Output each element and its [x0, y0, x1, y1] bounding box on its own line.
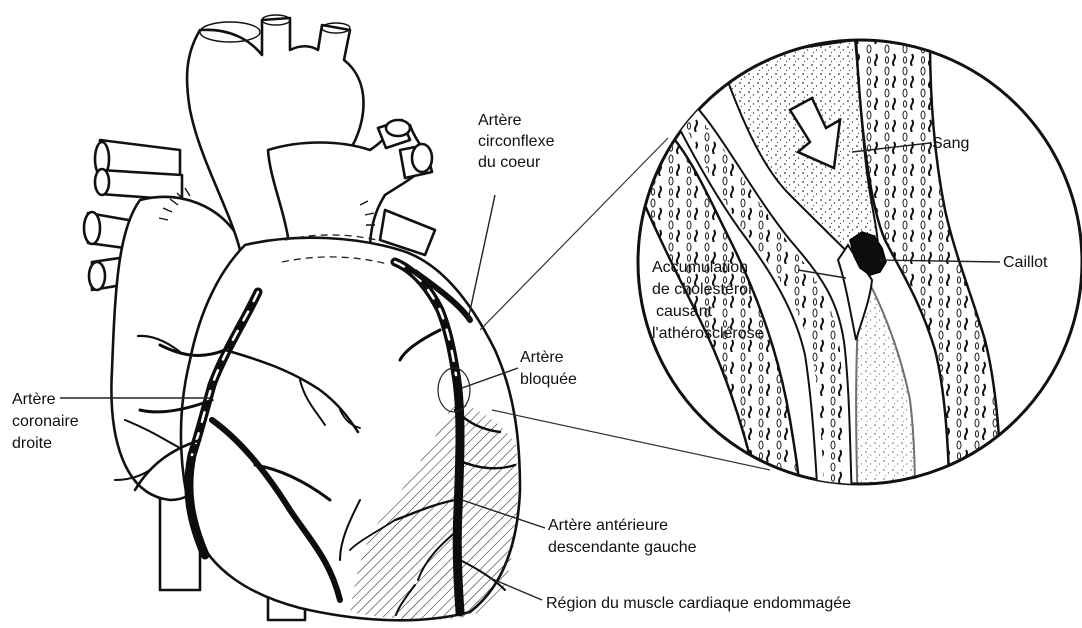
label-cholesterol-line3: causant: [656, 303, 713, 320]
label-circumflex-line1: Artère: [478, 112, 522, 129]
label-right-coronary-line1: Artère: [12, 391, 56, 408]
label-clot: Caillot: [1003, 254, 1048, 271]
label-circumflex-line2: circonflexe: [478, 133, 555, 150]
label-right-coronary-line2: coronaire: [12, 413, 79, 430]
heart-illustration: [84, 15, 520, 620]
label-circumflex-line3: du coeur: [478, 154, 541, 171]
label-right-coronary-line3: droite: [12, 435, 52, 452]
label-blood: Sang: [932, 135, 969, 152]
label-blocked-line2: bloquée: [520, 371, 577, 388]
label-cholesterol-line4: l'athérosclérose: [652, 325, 764, 342]
label-blocked-line1: Artère: [520, 349, 564, 366]
label-damaged-region: Région du muscle cardiaque endommagée: [546, 595, 851, 612]
label-cholesterol-line2: de cholestérol: [652, 281, 752, 298]
label-lad-line1: Artère antérieure: [548, 517, 668, 534]
label-lad-line2: descendante gauche: [548, 539, 697, 556]
label-cholesterol-line1: Accumulation: [652, 259, 748, 276]
